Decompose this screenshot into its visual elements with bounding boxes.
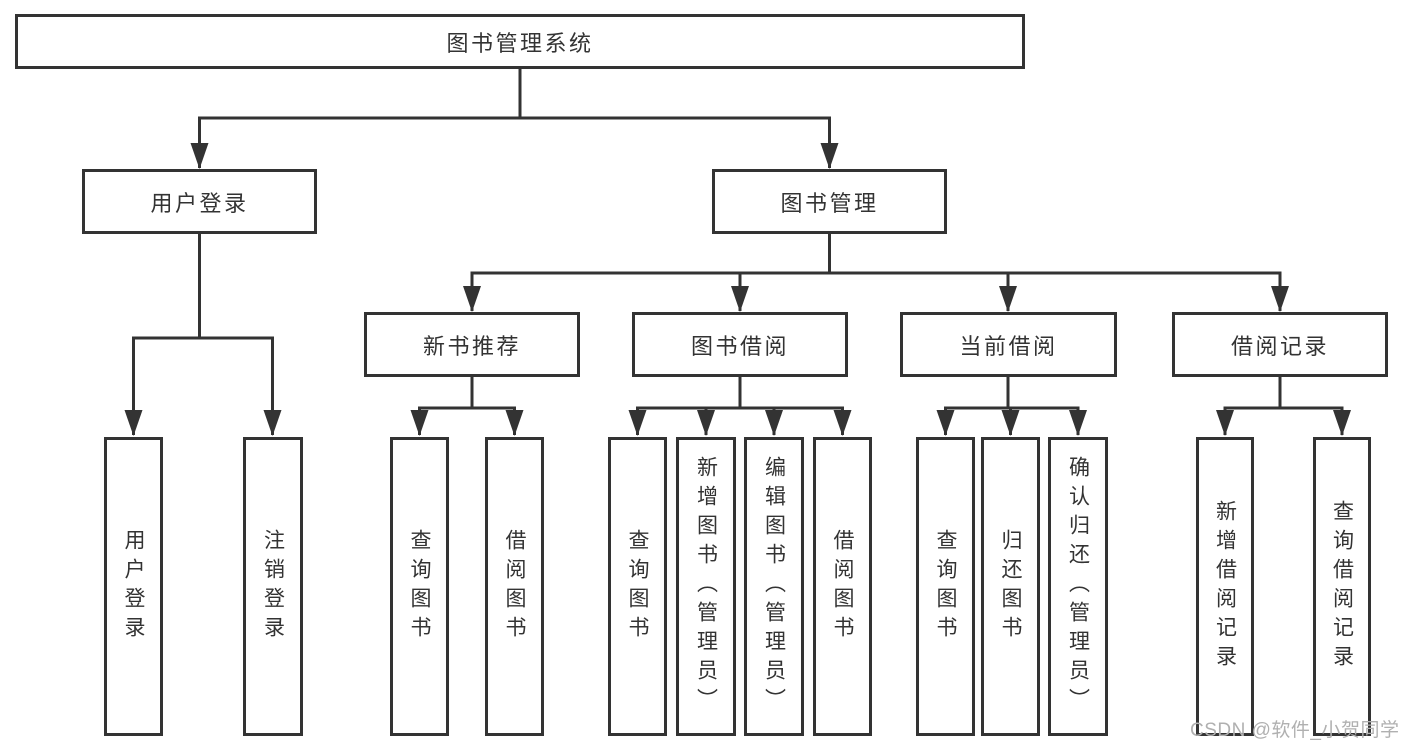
leaf-logout: 注销登录 [243, 437, 303, 736]
node-borrow-record-label: 借阅记录 [1230, 333, 1329, 359]
connector-root-branch [198, 69, 831, 120]
node-book-borrow-label: 图书借阅 [690, 333, 789, 359]
leaf-query-books-borrow: 查询图书 [608, 437, 667, 736]
leaf-borrow-books-label: 借阅图书 [831, 528, 854, 645]
leaf-add-books-admin: 新增图书（管理员） [676, 437, 736, 736]
leaf-borrow-books-recommend: 借阅图书 [485, 437, 544, 736]
node-book-borrow: 图书借阅 [632, 312, 848, 377]
leaf-query-books-borrow-label: 查询图书 [626, 528, 649, 645]
leaf-logout-label: 注销登录 [261, 528, 285, 645]
leaf-add-books-admin-label: 新增图书（管理员） [694, 456, 718, 717]
connector-book-management-branch [470, 234, 1282, 275]
node-borrow-record: 借阅记录 [1172, 312, 1388, 377]
leaf-edit-books-admin: 编辑图书（管理员） [744, 437, 804, 736]
leaf-edit-books-admin-label: 编辑图书（管理员） [762, 456, 786, 717]
leaf-query-books-recommend: 查询图书 [390, 437, 449, 736]
node-book-management-label: 图书管理 [780, 190, 879, 216]
node-current-borrow: 当前借阅 [900, 312, 1117, 377]
leaf-query-borrow-record-label: 查询借阅记录 [1330, 499, 1354, 674]
node-new-book-recommend: 新书推荐 [364, 312, 580, 377]
leaf-query-borrow-record: 查询借阅记录 [1313, 437, 1371, 736]
node-root: 图书管理系统 [15, 14, 1025, 69]
leaf-add-borrow-record: 新增借阅记录 [1196, 437, 1254, 736]
leaf-confirm-return-admin-label: 确认归还（管理员） [1066, 456, 1090, 717]
csdn-watermark: CSDN @软件_小贺同学 [1190, 720, 1400, 741]
node-user-login: 用户登录 [82, 169, 317, 234]
leaf-borrow-books: 借阅图书 [813, 437, 872, 736]
node-current-borrow-label: 当前借阅 [959, 333, 1058, 359]
leaf-borrow-books-recommend-label: 借阅图书 [503, 528, 526, 645]
node-user-login-label: 用户登录 [150, 190, 249, 216]
leaf-return-books-label: 归还图书 [999, 528, 1022, 645]
connector-user-login-branch [132, 234, 274, 340]
leaf-return-books: 归还图书 [981, 437, 1040, 736]
leaf-query-books-current-label: 查询图书 [934, 528, 957, 645]
connector-borrow-record-branch [1223, 377, 1344, 410]
connector-new-book-branch [418, 377, 516, 410]
leaf-user-login-label: 用户登录 [122, 528, 145, 645]
leaf-query-books-current: 查询图书 [916, 437, 975, 736]
leaf-confirm-return-admin: 确认归还（管理员） [1048, 437, 1108, 736]
leaf-user-login: 用户登录 [104, 437, 163, 736]
leaf-query-books-recommend-label: 查询图书 [408, 528, 431, 645]
connector-book-borrow-branch [636, 377, 844, 410]
node-book-management: 图书管理 [712, 169, 947, 234]
connector-current-borrow-branch [944, 377, 1080, 410]
leaf-add-borrow-record-label: 新增借阅记录 [1213, 499, 1237, 674]
node-new-book-recommend-label: 新书推荐 [422, 333, 521, 359]
node-root-label: 图书管理系统 [446, 30, 594, 56]
